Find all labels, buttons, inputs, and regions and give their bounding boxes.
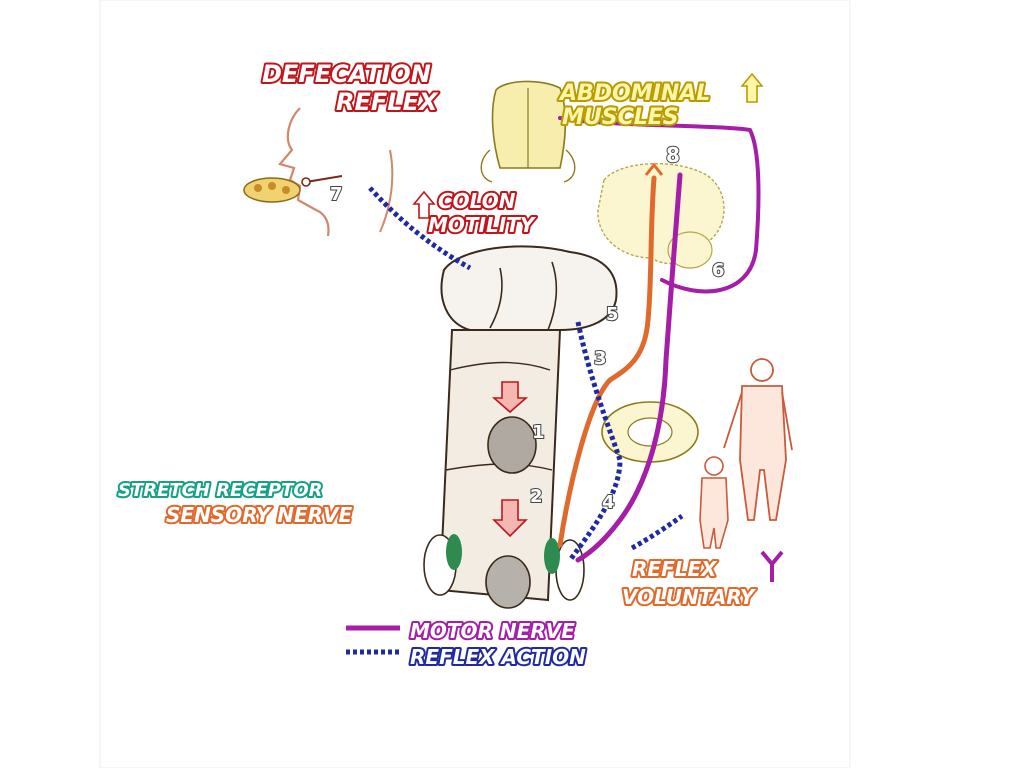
stretch-receptor-label: STRETCH RECEPTOR [118,480,323,501]
sensory-taste-nerve [305,175,343,183]
step-number-2: 2 [530,486,543,507]
reflex-label: REFLEX [632,557,718,581]
motor-nerve-abdominal [558,116,761,294]
reflex-action-path-legend [630,513,684,551]
step-number-6: 6 [712,260,725,281]
stretch-receptor-left [446,534,462,570]
voluntary-label: VOLUNTARY [622,585,757,609]
reflex-action-path-rectum [567,321,623,562]
brain-figure [597,162,725,269]
adult-and-child-figures [699,358,793,549]
legend: MOTOR NERVE REFLEX ACTION [346,617,588,671]
down-arrow-icon [492,499,528,538]
stool-mass-lower [485,555,531,609]
down-arrow-icon [491,381,529,414]
up-arrow-icon [740,72,764,103]
defecation-label-line2: REFLEX [336,88,439,116]
sensory-nerve-label: SENSORY NERVE [166,503,353,527]
head-profile [243,107,394,237]
colon-motility-line2: MOTILITY [428,213,537,237]
defecation-label-line1: DEFECATION [262,60,431,88]
sensory-nerve-terminal [644,162,664,176]
legend-motor-label: MOTOR NERVE [410,619,575,643]
step-number-3: 3 [594,348,607,369]
voluntary-marker-icon [760,550,784,582]
step-number-1: 1 [532,422,545,443]
colon-figure [423,245,618,609]
abdominal-label-line2: MUSCLES [562,105,679,130]
reflex-action-path-colon [368,186,472,271]
step-number-4: 4 [602,492,615,513]
abdominal-muscles-figure [480,80,576,183]
increase-arrow-icon [412,190,436,219]
abdominal-label-line1: ABDOMINAL [558,81,710,106]
stool-mass-upper [487,416,537,474]
stretch-receptor-right [544,538,560,574]
motor-nerve-path [575,172,683,563]
legend-reflex-label: REFLEX ACTION [410,645,586,669]
step-number-5: 5 [606,304,619,325]
step-number-8: 8 [666,143,680,167]
colon-motility-line1: COLON [438,189,516,213]
sensory-nerve-path [557,175,657,548]
step-number-7: 7 [330,184,343,205]
